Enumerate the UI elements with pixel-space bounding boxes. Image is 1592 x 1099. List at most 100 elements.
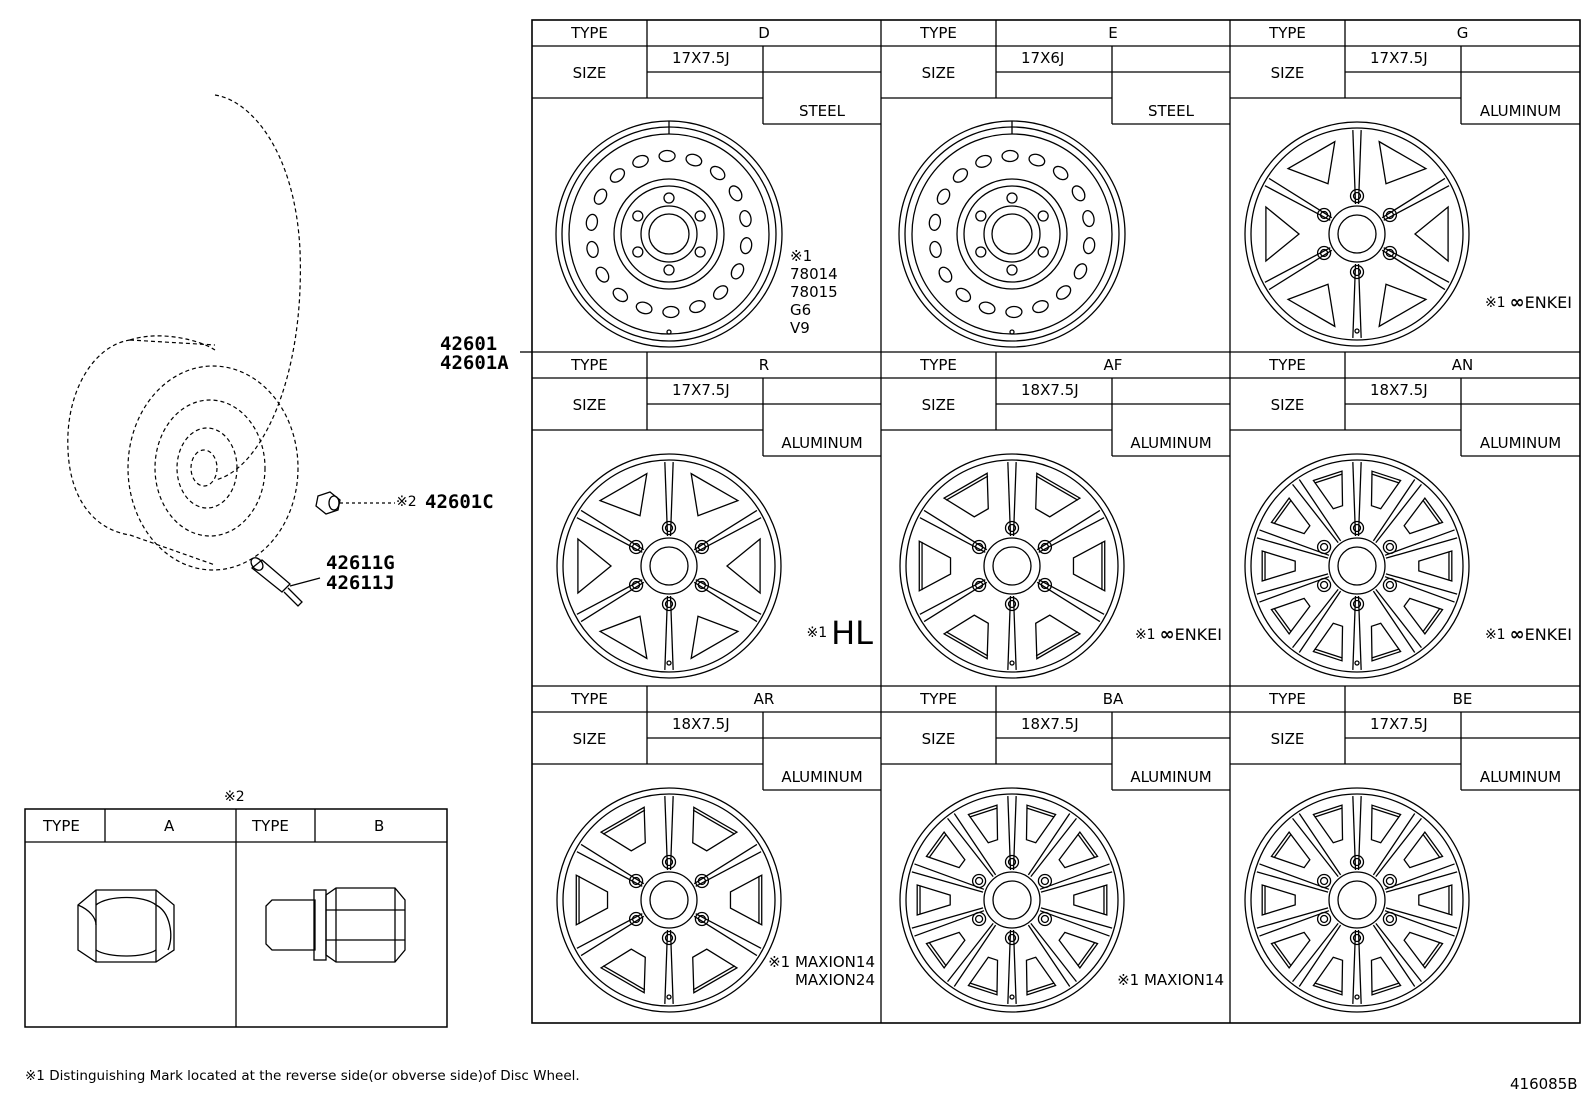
wheel-drawing	[899, 787, 1125, 1013]
wheel-header-grid	[532, 686, 881, 791]
size-label: SIZE	[921, 64, 956, 82]
enkei-logo-icon: ∞	[1509, 292, 1525, 313]
wheel-type-code: R	[758, 356, 770, 374]
size-label: SIZE	[921, 396, 956, 414]
wheel-type-code: D	[758, 24, 770, 42]
wheel-size: 17X7.5J	[1370, 49, 1428, 67]
type-label: TYPE	[920, 24, 957, 42]
part-number-wheel-alt[interactable]: 42601A	[440, 352, 509, 374]
wheel-size: 17X7.5J	[1370, 715, 1428, 733]
wheel-header-grid	[532, 352, 881, 457]
wheel-material: STEEL	[799, 102, 845, 120]
wheel-drawing	[899, 453, 1125, 679]
wheel-size: 17X6J	[1021, 49, 1065, 67]
size-label: SIZE	[572, 396, 607, 414]
nut-table-type-b: B	[374, 817, 385, 835]
wheel-material: ALUMINUM	[1130, 434, 1212, 452]
wheel-type-code: BA	[1102, 690, 1124, 708]
type-label: TYPE	[1269, 690, 1306, 708]
wheel-drawing	[1244, 121, 1470, 347]
wheel-size: 18X7.5J	[1021, 381, 1079, 399]
wheel-material: ALUMINUM	[1130, 768, 1212, 786]
wheel-type-code: G	[1456, 24, 1469, 42]
size-label: SIZE	[1270, 730, 1305, 748]
size-label: SIZE	[572, 64, 607, 82]
wheel-size: 18X7.5J	[1021, 715, 1079, 733]
wheel-header-grid	[881, 352, 1230, 457]
mark-prefix: ※1	[1484, 294, 1506, 311]
wheel-header-grid	[532, 20, 881, 125]
wheel-header-grid	[881, 20, 1230, 125]
wheel-material: ALUMINUM	[781, 768, 863, 786]
wheel-header-grid	[881, 686, 1230, 791]
part-number-valve[interactable]: 42611G	[326, 552, 395, 574]
wheel-material: ALUMINUM	[781, 434, 863, 452]
type-label: TYPE	[920, 690, 957, 708]
nut-table-grid	[24, 808, 448, 1028]
size-label: SIZE	[1270, 64, 1305, 82]
wheel-table-grid	[531, 19, 1581, 1024]
cap-nut-type-a-drawing	[77, 889, 175, 963]
brand-name: HL	[831, 614, 873, 652]
type-label: TYPE	[571, 24, 608, 42]
type-label: TYPE	[571, 356, 608, 374]
wheel-drawing	[898, 120, 1126, 348]
distinguishing-mark-brand: ※1∞ENKEI	[1485, 292, 1572, 313]
wheel-size: 17X7.5J	[672, 381, 730, 399]
type-label: TYPE	[920, 356, 957, 374]
nut-table-type-a: A	[164, 817, 175, 835]
brand-name: ENKEI	[1524, 293, 1572, 312]
nut-table-type-label-a: TYPE	[43, 817, 80, 835]
diagram-id: 416085B	[1510, 1075, 1578, 1093]
mark-prefix: ※1	[1134, 626, 1156, 643]
wheel-header-grid	[1230, 20, 1580, 125]
size-label: SIZE	[572, 730, 607, 748]
wheel-type-code: BE	[1452, 690, 1473, 708]
valve-stem-icon	[250, 557, 321, 607]
wheel-header-grid	[1230, 352, 1580, 457]
size-label: SIZE	[921, 730, 956, 748]
distinguishing-mark: ※1 MAXION14 MAXION24	[768, 953, 875, 989]
wheel-size: 17X7.5J	[672, 49, 730, 67]
lug-nut-icon	[315, 491, 395, 515]
wheel-type-code: E	[1108, 24, 1118, 42]
mark-prefix: ※1	[806, 625, 828, 641]
wheel-size: 18X7.5J	[672, 715, 730, 733]
part-number-valve-alt[interactable]: 42611J	[326, 572, 395, 594]
enkei-logo-icon: ∞	[1159, 624, 1175, 645]
distinguishing-mark-brand: ※1∞ENKEI	[1135, 624, 1222, 645]
tire-assembly-drawing	[67, 94, 301, 571]
type-label: TYPE	[1269, 24, 1306, 42]
wheel-drawing	[555, 120, 783, 348]
wheel-type-code: AF	[1103, 356, 1123, 374]
wheel-drawing	[556, 787, 782, 1013]
type-label: TYPE	[571, 690, 608, 708]
wheel-size: 18X7.5J	[1370, 381, 1428, 399]
wheel-type-code: AN	[1451, 356, 1474, 374]
wheel-material: ALUMINUM	[1479, 768, 1562, 786]
footnote: ※1 Distinguishing Mark located at the re…	[25, 1068, 580, 1084]
brand-name: ENKEI	[1174, 625, 1222, 644]
wheel-header-grid	[1230, 686, 1580, 791]
wheel-material: ALUMINUM	[1479, 434, 1562, 452]
enkei-logo-icon: ∞	[1509, 624, 1525, 645]
part-number-wheel[interactable]: 42601	[440, 333, 498, 355]
distinguishing-mark: ※1 MAXION14	[1117, 971, 1224, 989]
flanged-nut-type-b-drawing	[265, 887, 406, 963]
wheel-drawing	[1244, 453, 1470, 679]
nut-table-type-label-b: TYPE	[252, 817, 289, 835]
part-number-nut[interactable]: 42601C	[425, 491, 494, 513]
nut-note-mark: ※2	[396, 494, 417, 510]
wheel-material: ALUMINUM	[1479, 102, 1562, 120]
wheel-type-code: AR	[753, 690, 775, 708]
wheel-material: STEEL	[1148, 102, 1194, 120]
wheel-drawing	[556, 453, 782, 679]
nut-table-note: ※2	[224, 789, 245, 805]
wheel-drawing	[1244, 787, 1470, 1013]
distinguishing-mark-brand: ※1∞ENKEI	[1485, 624, 1572, 645]
distinguishing-mark: ※1 78014 78015 G6 V9	[790, 247, 838, 337]
brand-name: ENKEI	[1524, 625, 1572, 644]
type-label: TYPE	[1269, 356, 1306, 374]
